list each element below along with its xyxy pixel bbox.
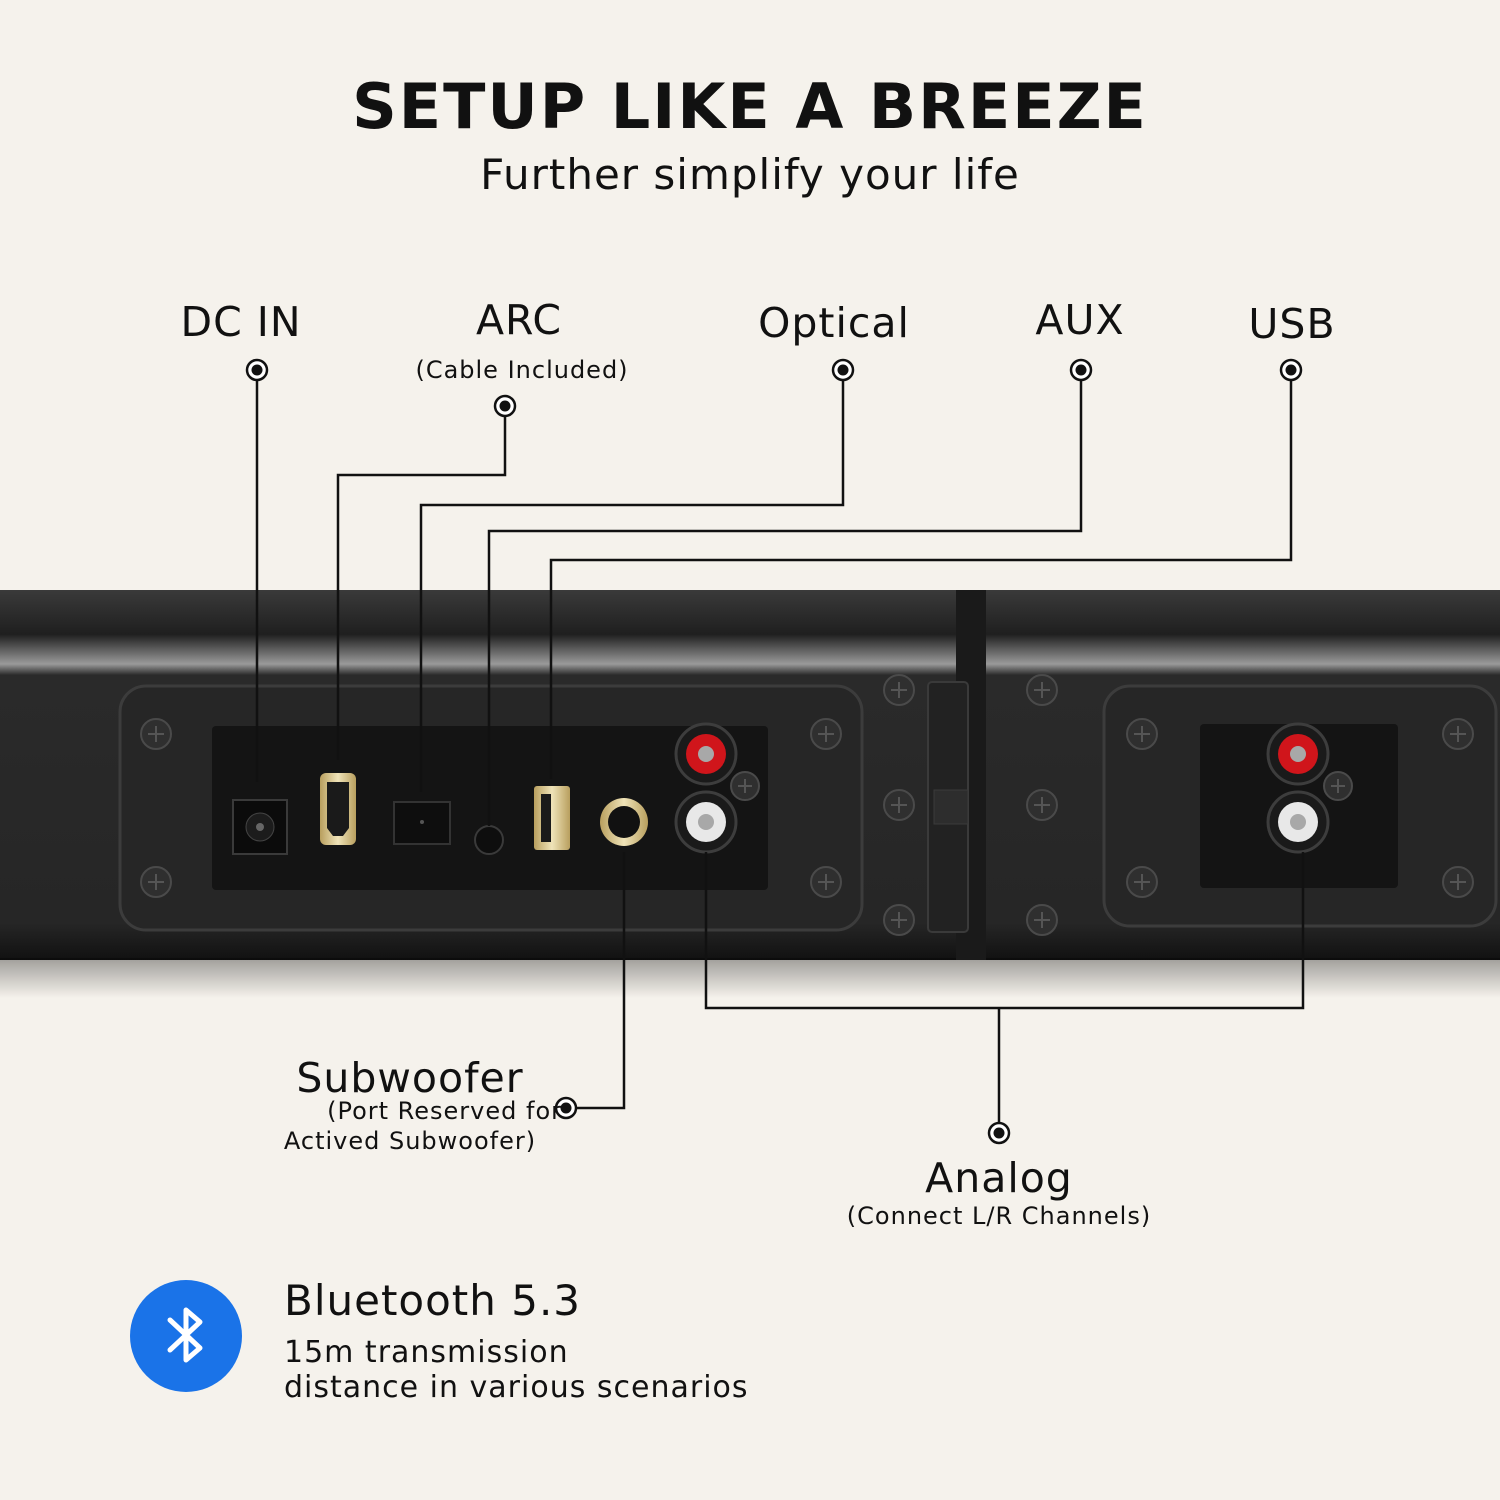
bluetooth-badge	[130, 1280, 242, 1392]
rca-left-pair	[674, 722, 738, 854]
bluetooth-title: Bluetooth 5.3	[284, 1276, 582, 1325]
aux-port	[474, 825, 504, 855]
arc-label: ARC	[475, 296, 563, 344]
bluetooth-desc-line2: distance in various scenarios	[284, 1370, 749, 1405]
subwoofer-note-line2: Actived Subwoofer)	[283, 1127, 537, 1155]
analog-label: Analog	[925, 1154, 1073, 1202]
usb-label: USB	[1248, 300, 1336, 348]
arc-line	[336, 406, 507, 760]
optical-line	[419, 370, 845, 792]
subwoofer-line	[566, 852, 626, 1110]
bluetooth-icon	[167, 1307, 203, 1363]
dc-in-dot	[245, 358, 269, 382]
optical-dot	[831, 358, 855, 382]
dc-in-port	[232, 799, 288, 855]
hdmi-arc-port	[320, 773, 356, 845]
arc-note: (Cable Included)	[415, 356, 629, 384]
bluetooth-desc-line1: 15m transmission	[284, 1335, 569, 1370]
optical-port	[393, 801, 451, 845]
bluetooth-description: 15m transmission distance in various sce…	[284, 1335, 749, 1405]
dc-in-label: DC IN	[180, 298, 302, 346]
usb-dot	[1279, 358, 1303, 382]
aux-dot	[1069, 358, 1093, 382]
analog-line	[704, 852, 1305, 1133]
left-port-panel	[118, 684, 864, 932]
usb-port	[534, 786, 570, 850]
analog-note: (Connect L/R Channels)	[846, 1202, 1152, 1230]
analog-dot	[987, 1121, 1011, 1145]
optical-label: Optical	[758, 299, 910, 347]
page-subtitle: Further simplify your life	[480, 150, 1020, 199]
aux-label: AUX	[1035, 296, 1125, 344]
aux-line	[487, 370, 1083, 826]
callout-dots	[245, 358, 1303, 1145]
rca-right-pair	[1266, 722, 1330, 854]
usb-line	[549, 370, 1293, 779]
screws	[140, 674, 1474, 936]
subwoofer-label: Subwoofer	[296, 1054, 524, 1102]
subwoofer-port	[600, 798, 648, 846]
leader-lines	[255, 370, 1305, 1133]
arc-dot	[493, 394, 517, 418]
subwoofer-dot	[554, 1096, 578, 1120]
subwoofer-note-line1: (Port Reserved for	[327, 1097, 562, 1125]
page-title: SETUP LIKE A BREEZE	[352, 70, 1148, 143]
